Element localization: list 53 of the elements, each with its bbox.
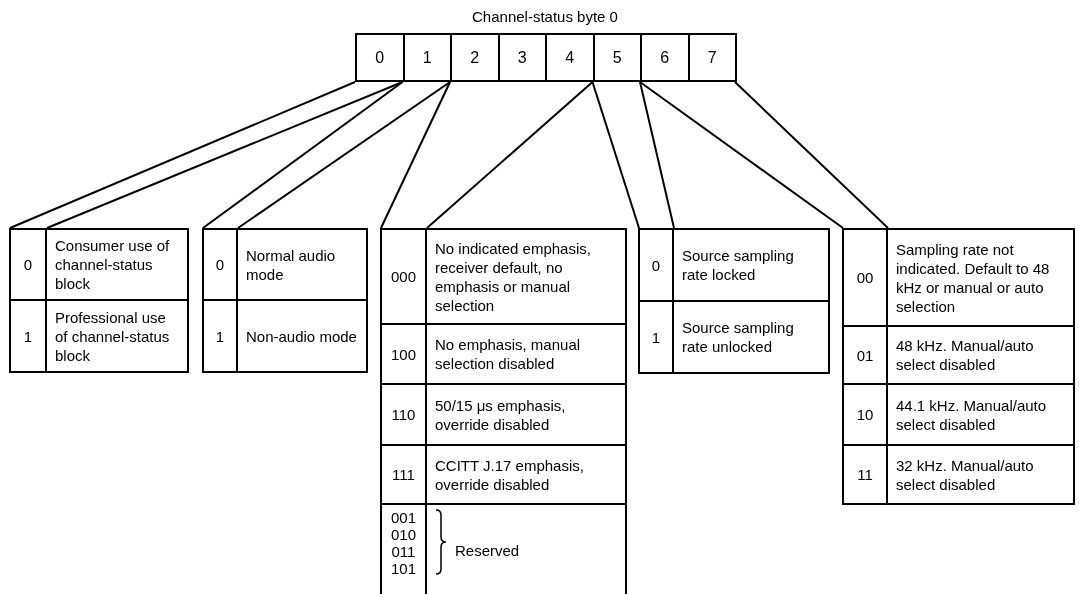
description-text: Non-audio mode bbox=[246, 326, 357, 346]
bit-cell: 0 bbox=[355, 33, 405, 82]
connector-line bbox=[237, 81, 451, 229]
bit-cell: 2 bbox=[450, 33, 500, 82]
bit-value: 0 bbox=[215, 256, 225, 273]
description-text: 50/15 μs emphasis, override disabled bbox=[435, 395, 567, 434]
description-text: Normal audio mode bbox=[246, 245, 337, 284]
bit-value: 1 bbox=[651, 328, 661, 346]
bit-value: 01 bbox=[856, 346, 874, 364]
description-text: Professional use of channel-status block bbox=[55, 307, 171, 365]
bit-value: 001 010 011 101 bbox=[390, 508, 417, 577]
bit-value: 10 bbox=[856, 406, 874, 423]
title: Channel-status byte 0 bbox=[472, 8, 618, 26]
bit-cell: 3 bbox=[497, 33, 547, 82]
connector-line bbox=[426, 81, 594, 229]
table bbox=[9, 228, 189, 373]
bit-value: 1 bbox=[215, 327, 225, 345]
table bbox=[638, 228, 830, 374]
bit-value: 111 bbox=[392, 466, 415, 483]
bit-value: 110 bbox=[391, 406, 416, 423]
bit-cell: 4 bbox=[545, 33, 595, 82]
description-text: 44.1 kHz. Manual/auto select disabled bbox=[896, 395, 1048, 434]
bit-value: 0 bbox=[651, 256, 661, 274]
connector-line bbox=[9, 81, 356, 229]
description-text: Reserved bbox=[455, 541, 520, 560]
description-text: Sampling rate not indicated. Default to 48 kHz or manual or auto selection bbox=[896, 239, 1051, 316]
bit-value: 1 bbox=[23, 327, 33, 345]
bit-value: 000 bbox=[391, 268, 416, 285]
bit-value: 11 bbox=[857, 466, 873, 483]
bit-cell: 7 bbox=[687, 33, 737, 82]
connector-line bbox=[639, 81, 675, 229]
bit-value: 0 bbox=[23, 256, 33, 273]
description-text: No emphasis, manual selection disabled bbox=[435, 335, 582, 373]
description-text: No indicated emphasis, receiver default, no emphasis or manual selection bbox=[435, 238, 592, 315]
description-text: Consumer use of channel-status block bbox=[55, 236, 171, 293]
table bbox=[380, 228, 627, 594]
table bbox=[842, 228, 1075, 505]
description-text: Source sampling rate unlocked bbox=[682, 318, 795, 356]
bit-value: 00 bbox=[856, 269, 874, 286]
description-text: 48 kHz. Manual/auto select disabled bbox=[896, 336, 1035, 374]
bit-cell: 1 bbox=[402, 33, 452, 82]
bit-cell: 6 bbox=[640, 33, 690, 82]
bit-value: 100 bbox=[391, 345, 416, 363]
bit-cell: 5 bbox=[592, 33, 642, 82]
table bbox=[202, 228, 368, 373]
description-text: Source sampling rate locked bbox=[682, 246, 795, 284]
connector-line bbox=[591, 81, 640, 229]
connector-line bbox=[734, 81, 889, 229]
connector-line bbox=[202, 81, 404, 229]
connector-line bbox=[639, 81, 844, 229]
connector-line bbox=[380, 81, 451, 229]
description-text: 32 kHz. Manual/auto select disabled bbox=[896, 455, 1035, 494]
description-text: CCITT J.17 emphasis, override disabled bbox=[435, 455, 585, 494]
